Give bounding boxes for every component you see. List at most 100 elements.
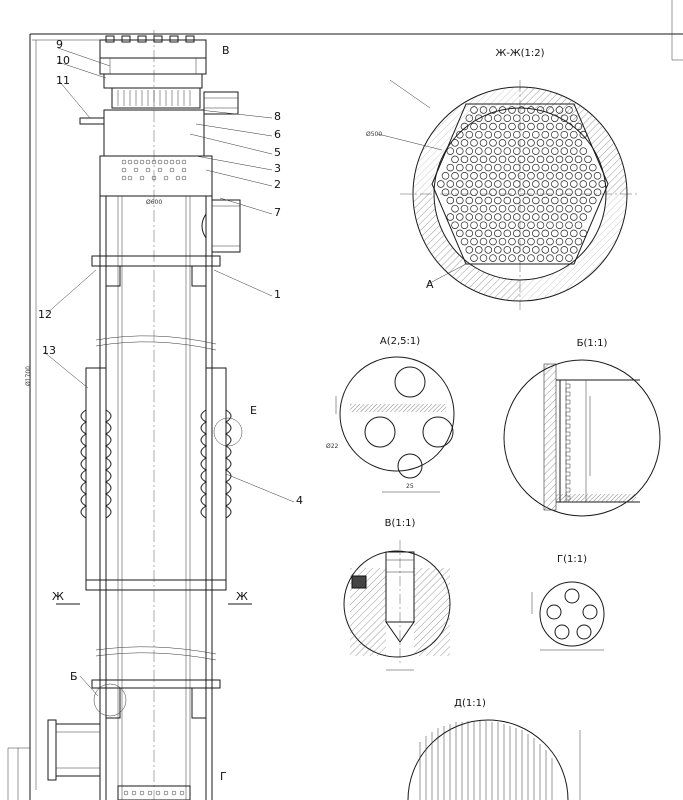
- callout-8: 8: [274, 110, 281, 123]
- tube-hole: [446, 180, 455, 188]
- tube-hole: [498, 221, 507, 229]
- tube-hole: [560, 213, 569, 221]
- tube-hole: [541, 163, 550, 172]
- tube-hole: [517, 139, 526, 147]
- section-a-title: А(2,5:1): [380, 336, 420, 347]
- tube-hole: [560, 180, 569, 188]
- tube-hole: [479, 204, 488, 213]
- tube-hole: [460, 237, 469, 246]
- tube-hole: [536, 237, 545, 246]
- tube-hole: [460, 139, 469, 147]
- tube-hole: [503, 130, 512, 139]
- tube-hole: [555, 237, 564, 246]
- tube-hole: [446, 163, 455, 172]
- tube-hole: [470, 237, 478, 246]
- tube-hole: [532, 163, 540, 172]
- tube-hole: [570, 246, 578, 254]
- tube-hole: [522, 163, 531, 172]
- tube-hole: [513, 180, 521, 188]
- tube-hole: [527, 172, 535, 180]
- detail-a-view: [335, 356, 455, 493]
- apparatus-main-view: [32, 30, 252, 800]
- tube-hole: [565, 122, 573, 131]
- tube-hole: [441, 188, 450, 197]
- tube-hole: [584, 155, 592, 164]
- tube-hole: [532, 246, 540, 254]
- tube-hole: [584, 204, 592, 213]
- tube-hole: [494, 229, 502, 238]
- tube-hole: [456, 180, 464, 188]
- tube-hole: [489, 122, 497, 131]
- tube-hole: [503, 229, 512, 238]
- tube-hole: [479, 237, 488, 246]
- view-letter-zh-left: Ж: [52, 590, 64, 603]
- d-tubes: [419, 721, 553, 800]
- tube-hole: [570, 147, 578, 155]
- tube-hole: [546, 155, 554, 164]
- tube-hole: [536, 204, 545, 213]
- tube-hole: [560, 114, 569, 122]
- tube-hole: [475, 246, 483, 254]
- tube-hole: [498, 122, 507, 131]
- tube-hole: [470, 106, 478, 114]
- tube-hole: [470, 254, 478, 262]
- tube-hole: [546, 204, 554, 213]
- tube-hole: [494, 114, 502, 122]
- tube-hole: [546, 237, 554, 246]
- tube-hole: [551, 147, 559, 155]
- tube-hole: [560, 163, 569, 172]
- tube-hole: [508, 155, 516, 164]
- callout-5: 5: [274, 146, 281, 159]
- tube-hole: [570, 163, 578, 172]
- tube-hole: [479, 221, 488, 229]
- tube-hole: [532, 229, 540, 238]
- tube-hole: [551, 196, 559, 205]
- tube-hole: [489, 155, 497, 164]
- cover-bolts: [105, 35, 195, 43]
- tube-hole: [565, 155, 573, 164]
- tube-hole: [560, 246, 569, 254]
- tube-hole: [522, 180, 531, 188]
- tube-hole: [546, 254, 554, 262]
- tube-hole: [527, 237, 535, 246]
- tube-hole: [437, 180, 445, 188]
- tube-hole: [508, 188, 516, 197]
- tube-hole: [546, 122, 554, 131]
- tube-hole: [460, 204, 469, 213]
- tube-hole: [460, 122, 469, 131]
- view-letter-a: А: [426, 278, 434, 291]
- tube-hole: [551, 163, 559, 172]
- tube-hole: [517, 155, 526, 164]
- tube-hole: [574, 237, 583, 246]
- tube-hole: [489, 188, 497, 197]
- callout-7: 7: [274, 206, 281, 219]
- tube-hole: [555, 106, 564, 114]
- callout-11: 11: [56, 74, 70, 87]
- tube-hole: [479, 188, 488, 197]
- tube-hole: [460, 155, 469, 164]
- tube-hole: [579, 130, 588, 139]
- tube-hole: [536, 172, 545, 180]
- tube-hole: [465, 147, 474, 155]
- callout-3: 3: [274, 162, 281, 175]
- tube-hole: [484, 196, 493, 205]
- section-zh-view: [377, 79, 640, 310]
- tube-hole: [508, 172, 516, 180]
- tube-hole: [503, 246, 512, 254]
- tube-hole: [494, 246, 502, 254]
- callout-4: 4: [296, 494, 303, 507]
- tube-hole: [494, 196, 502, 205]
- tube-hole: [498, 155, 507, 164]
- tube-hole: [470, 172, 478, 180]
- tube-hole: [527, 204, 535, 213]
- tube-hole: [546, 221, 554, 229]
- tube-hole: [555, 254, 564, 262]
- tube-hole: [508, 254, 516, 262]
- callout-6: 6: [274, 128, 281, 141]
- tube-hole: [470, 122, 478, 131]
- tube-hole: [522, 229, 531, 238]
- tube-hole: [522, 246, 531, 254]
- tube-hole: [593, 188, 602, 197]
- tube-hole: [522, 213, 531, 221]
